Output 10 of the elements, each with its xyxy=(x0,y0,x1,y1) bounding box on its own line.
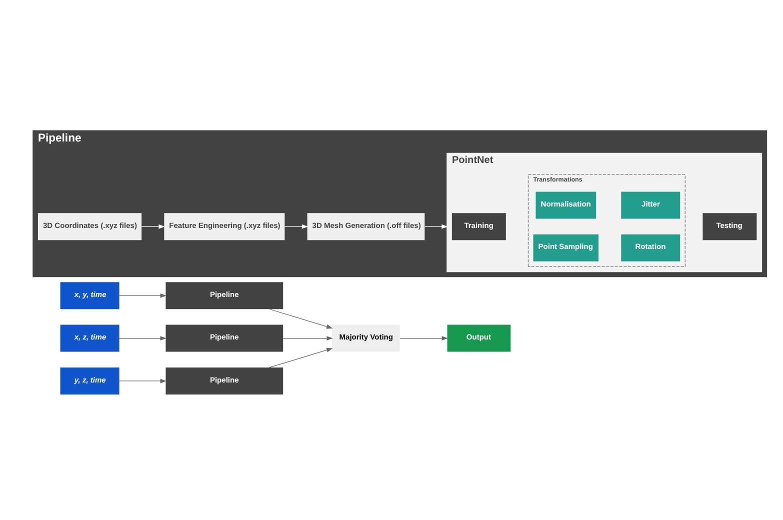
arrow xyxy=(269,348,333,368)
arrow xyxy=(141,224,165,229)
arrow xyxy=(269,308,333,329)
arrow xyxy=(119,336,167,340)
arrow xyxy=(119,378,167,384)
arrow xyxy=(284,224,308,229)
arrow xyxy=(282,336,333,340)
arrow xyxy=(424,224,448,229)
arrow xyxy=(400,336,448,340)
arrow xyxy=(119,293,167,298)
